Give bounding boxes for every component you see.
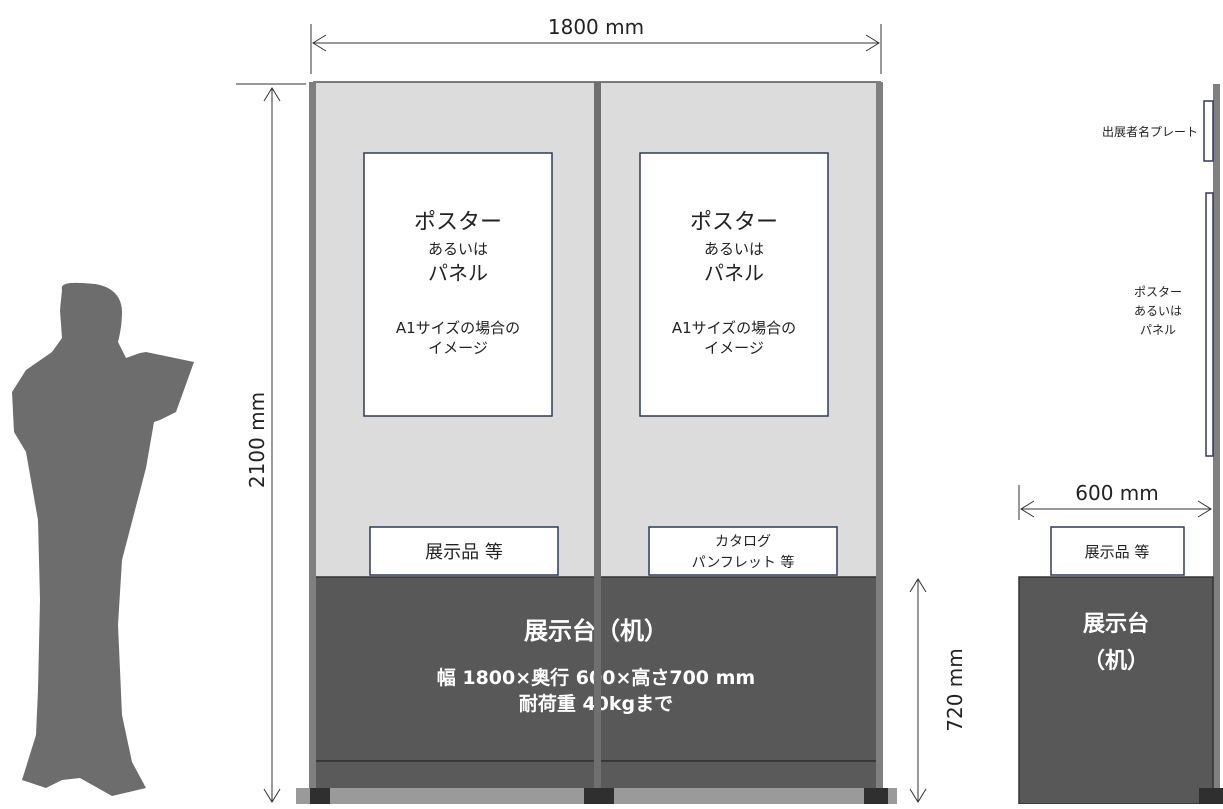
side-table-line2: （机） xyxy=(1083,649,1149,674)
height-dimension: 2100 mm xyxy=(236,83,306,803)
table-height-arrow-top xyxy=(909,578,927,593)
catalog-line2: パンフレット 等 xyxy=(692,554,795,571)
width-label: 1800 mm xyxy=(548,15,644,39)
poster-right-line3: パネル xyxy=(704,261,764,285)
person-silhouette xyxy=(12,282,194,796)
side-poster-line3: パネル xyxy=(1140,323,1176,337)
table-height-label: 720 mm xyxy=(943,648,967,732)
exhibit-box xyxy=(369,526,559,576)
side-table xyxy=(1018,576,1214,805)
poster-right-line4: A1サイズの場合の xyxy=(672,319,796,337)
side-nameplate-label: 出展者名プレート xyxy=(1102,124,1198,139)
width-arrow-right xyxy=(865,34,880,52)
height-arrow-top xyxy=(263,87,281,102)
foot-left xyxy=(310,788,330,804)
height-arrow-bottom xyxy=(263,788,281,803)
poster-right-line2: あるいは xyxy=(704,240,764,258)
post-right xyxy=(876,82,883,804)
side-view: 出展者名プレート ポスター あるいは パネル 600 mm 展示品 等 展示台 … xyxy=(1018,84,1223,805)
catalog-box xyxy=(648,526,838,576)
front-view: ポスター あるいは パネル A1サイズの場合の イメージ ポスター あるいは パ… xyxy=(296,81,897,804)
post-middle xyxy=(594,82,601,804)
depth-arrow-right xyxy=(1197,500,1212,518)
person-body xyxy=(12,282,194,796)
poster-frame-right xyxy=(639,152,829,417)
depth-arrow-left xyxy=(1020,500,1035,518)
side-table-line1: 展示台 xyxy=(1083,611,1149,637)
height-label: 2100 mm xyxy=(245,392,269,488)
side-poster-line1: ポスター xyxy=(1134,285,1182,299)
table-height-arrow-bottom xyxy=(909,788,927,803)
foot-right xyxy=(864,788,888,804)
table-height-dimension: 720 mm xyxy=(909,578,967,803)
width-dimension: 1800 mm xyxy=(310,15,882,74)
side-post xyxy=(1213,84,1220,804)
poster-right-line5: イメージ xyxy=(704,339,764,357)
side-foot xyxy=(1199,788,1223,804)
poster-frame-left xyxy=(363,152,553,417)
exhibit-label: 展示品 等 xyxy=(425,542,503,563)
poster-left-line4: A1サイズの場合の xyxy=(396,319,520,337)
depth-label: 600 mm xyxy=(1075,481,1159,505)
side-exhibit-label: 展示品 等 xyxy=(1085,543,1150,561)
side-nameplate xyxy=(1203,100,1214,162)
width-arrow-left xyxy=(312,34,327,52)
post-left xyxy=(309,82,316,804)
poster-left-line1: ポスター xyxy=(414,210,502,235)
poster-left-line3: パネル xyxy=(428,261,488,285)
side-poster-line2: あるいは xyxy=(1134,304,1182,318)
foot-middle xyxy=(584,788,614,804)
poster-left-line2: あるいは xyxy=(428,240,488,258)
poster-right-line1: ポスター xyxy=(690,210,778,235)
side-poster xyxy=(1205,192,1214,457)
side-exhibit-box xyxy=(1050,526,1185,576)
catalog-line1: カタログ xyxy=(715,534,771,550)
poster-left-line5: イメージ xyxy=(428,339,488,357)
